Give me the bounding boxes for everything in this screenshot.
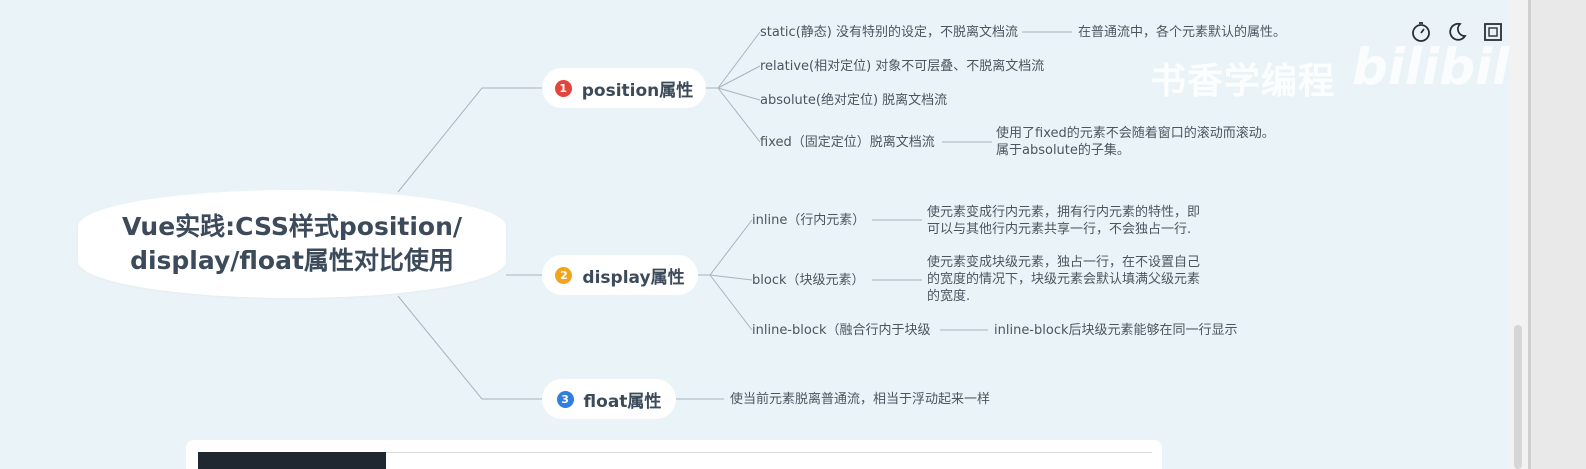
note-fixed[interactable]: 使用了fixed的元素不会随着窗口的滚动而滚动。 属于absolute的子集。 — [996, 125, 1275, 159]
leaf-inline-block[interactable]: inline-block（融合行内于块级 — [752, 323, 931, 338]
note-static[interactable]: 在普通流中，各个元素默认的属性。 — [1078, 25, 1287, 40]
connector-position-fixed — [717, 87, 761, 143]
connector-lines — [397, 31, 1072, 400]
right-panel-divider — [1528, 0, 1531, 469]
branch-label: float属性 — [583, 391, 662, 412]
bottom-thumbnail — [198, 452, 386, 469]
note-inline-block[interactable]: inline-block后块级元素能够在同一行显示 — [994, 323, 1238, 338]
root-topic-line2: display/float属性对比使用 — [130, 246, 454, 275]
root-topic[interactable]: Vue实践:CSS样式position/ display/float属性对比使用 — [78, 190, 506, 298]
leaf-float[interactable]: 使当前元素脱离普通流，相当于浮动起来一样 — [730, 392, 991, 407]
leaf-fixed[interactable]: fixed（固定定位）脱离文档流 — [760, 135, 935, 150]
branch-number-badge: 2 — [555, 266, 573, 284]
watermark-text: 书香学编程 — [1150, 61, 1336, 102]
note-fixed-line2: 属于absolute的子集。 — [996, 143, 1130, 158]
connector-display-block — [709, 274, 753, 281]
bottom-divider — [386, 452, 1152, 453]
leaf-static[interactable]: static(静态) 没有特别的设定，不脱离文档流 — [760, 25, 1018, 40]
connector-root-float — [397, 295, 542, 400]
leaf-absolute[interactable]: absolute(绝对定位) 脱离文档流 — [760, 93, 948, 108]
scrollbar-thumb[interactable] — [1514, 325, 1522, 469]
note-fixed-line1: 使用了fixed的元素不会随着窗口的滚动而滚动。 — [996, 126, 1275, 141]
connector-position-relative — [717, 65, 761, 89]
branch-display[interactable]: 2 display属性 — [542, 255, 698, 295]
branch-number-badge: 3 — [556, 390, 574, 408]
branch-label: position属性 — [581, 80, 694, 101]
note-inline-line2: 可以与其他行内元素共享一行，不会独占一行. — [927, 222, 1192, 237]
branch-label: display属性 — [582, 267, 685, 288]
note-block[interactable]: 使元素变成块级元素，独占一行，在不设置自己 的宽度的情况下，块级元素会默认填满父… — [927, 254, 1200, 305]
root-topic-line1: Vue实践:CSS样式position/ — [121, 212, 463, 241]
branch-number-badge: 1 — [554, 79, 572, 97]
connector-root-position — [397, 87, 542, 193]
connector-display-inlineblock — [709, 274, 753, 331]
note-block-line1: 使元素变成块级元素，独占一行，在不设置自己 — [927, 255, 1201, 270]
branch-position[interactable]: 1 position属性 — [542, 68, 706, 108]
leaf-block[interactable]: block（块级元素） — [752, 273, 865, 288]
branch-float[interactable]: 3 float属性 — [542, 379, 676, 419]
note-block-line2: 的宽度的情况下，块级元素会默认填满父级元素 — [927, 272, 1201, 287]
connector-position-absolute — [717, 87, 761, 101]
timer-icon[interactable] — [1409, 20, 1433, 44]
mindmap-canvas: Vue实践:CSS样式position/ display/float属性对比使用… — [78, 20, 1526, 469]
connector-display-inline — [697, 219, 753, 276]
moon-icon[interactable] — [1445, 20, 1469, 44]
note-inline[interactable]: 使元素变成行内元素，拥有行内元素的特性，即 可以与其他行内元素共享一行，不会独占… — [927, 204, 1200, 238]
note-inline-line1: 使元素变成行内元素，拥有行内元素的特性，即 — [927, 205, 1201, 220]
connector-position-static — [705, 31, 761, 89]
right-panel — [1528, 0, 1586, 469]
fullscreen-icon[interactable] — [1481, 20, 1505, 44]
bilibili-logo: bilibili — [1352, 38, 1527, 96]
leaf-relative[interactable]: relative(相对定位) 对象不可层叠、不脱离文档流 — [760, 59, 1045, 74]
leaf-inline[interactable]: inline（行内元素） — [752, 213, 866, 228]
note-block-line3: 的宽度. — [927, 289, 971, 304]
